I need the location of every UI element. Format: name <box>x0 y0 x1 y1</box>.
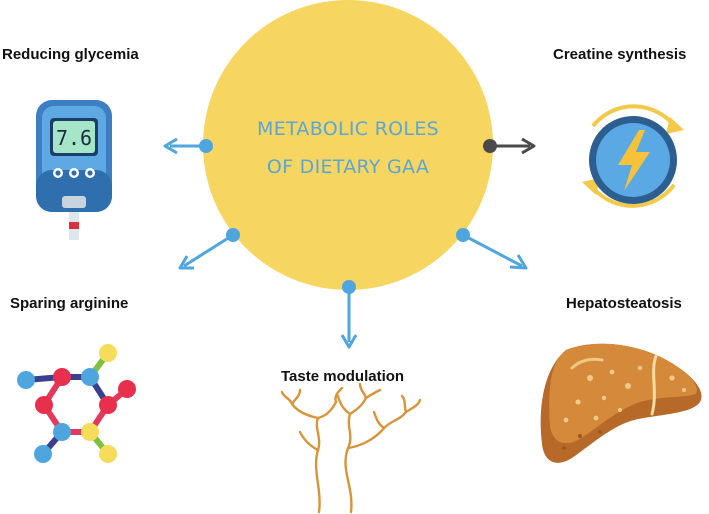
label-taste-modulation: Taste modulation <box>281 368 405 385</box>
label-hepatosteatosis: Hepatosteatosis <box>566 295 682 312</box>
arrow-taste <box>340 280 358 349</box>
label-creatine-synthesis: Creatine synthesis <box>553 46 687 63</box>
center-title-line-2: OF DIETARY GAA <box>266 156 430 178</box>
arrow-glycemia <box>163 137 213 155</box>
center-circle <box>203 0 493 290</box>
label-reducing-glycemia: Reducing glycemia <box>2 46 139 63</box>
center-title: METABOLIC ROLES OF DIETARY GAA <box>203 110 493 186</box>
label-sparing-arginine: Sparing arginine <box>10 295 129 312</box>
arrow-creatine <box>483 137 536 155</box>
arrow-hepatosteatosis <box>456 228 528 270</box>
arrow-arginine <box>178 228 240 270</box>
center-title-line-1: METABOLIC ROLES <box>257 118 439 140</box>
glucometer-reading: 7.6 <box>56 126 92 150</box>
